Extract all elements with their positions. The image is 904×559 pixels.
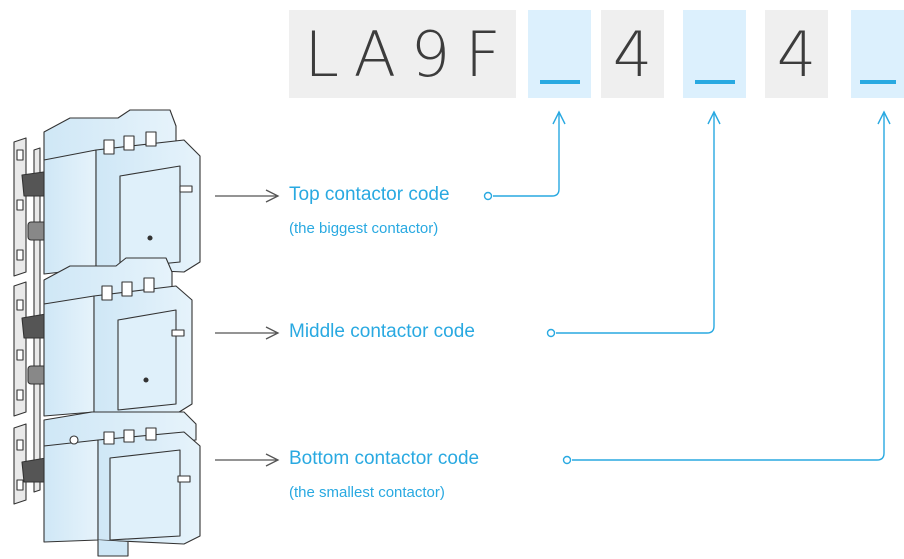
reference-char-f: F	[464, 17, 501, 91]
slot-placeholder-dash	[539, 80, 580, 84]
fixed-digit-box-1: 4	[601, 10, 664, 98]
reference-char-a: A	[353, 17, 397, 91]
top-connector-line	[493, 112, 560, 197]
top-contactor-code-label: Top contactor code	[289, 184, 450, 205]
slot-placeholder-dash	[694, 80, 735, 84]
top-code-slot	[528, 10, 591, 98]
bottom-connector-line	[572, 112, 885, 461]
slot-placeholder-dash	[859, 80, 896, 84]
bottom-contactor-note: (the smallest contactor)	[289, 484, 445, 501]
pointer-arrows	[215, 189, 280, 467]
fixed-digit-1: 4	[612, 17, 653, 91]
bottom-contactor-icon	[43, 411, 201, 557]
connector-lines	[483, 110, 891, 465]
fixed-digit-2: 4	[776, 17, 817, 91]
reference-prefix-box: L A 9 F	[289, 10, 516, 98]
contactor-stack-illustration	[13, 109, 201, 557]
bottom-contactor-code-label: Bottom contactor code	[289, 448, 480, 469]
bottom-code-slot	[851, 10, 904, 98]
middle-contactor-code-label: Middle contactor code	[289, 321, 475, 342]
fixed-digit-box-2: 4	[765, 10, 828, 98]
top-contactor-icon	[43, 109, 201, 275]
top-contactor-note: (the biggest contactor)	[289, 220, 439, 237]
middle-contactor-icon	[43, 257, 193, 417]
middle-connector-line	[556, 112, 715, 334]
middle-code-slot	[683, 10, 746, 98]
reference-char-l: L	[304, 17, 339, 91]
reference-char-9: 9	[410, 17, 451, 91]
